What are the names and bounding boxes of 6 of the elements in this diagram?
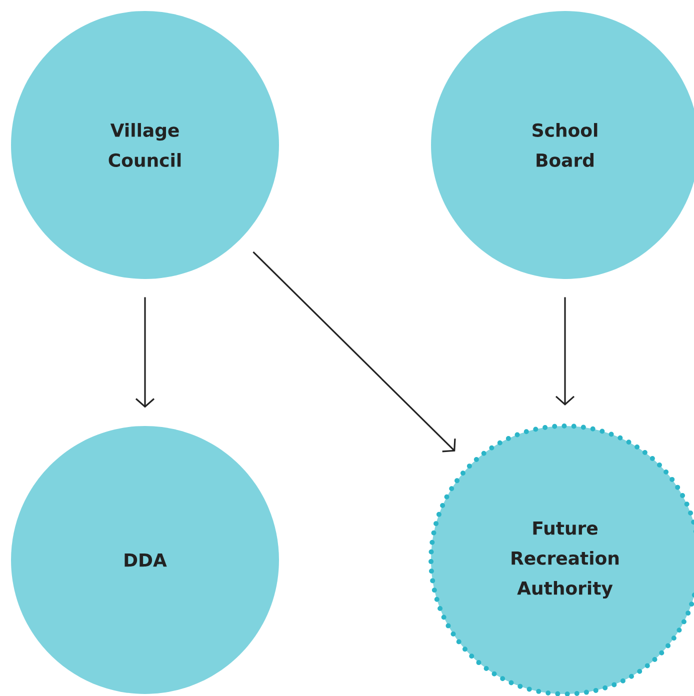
circle-node: Future Recreation Authority: [428, 424, 694, 696]
arrow: [135, 297, 155, 408]
circle-node: DDA: [11, 426, 279, 694]
arrow: [555, 297, 575, 406]
circle-node: Village Council: [11, 11, 279, 279]
arrow: [252, 251, 456, 452]
